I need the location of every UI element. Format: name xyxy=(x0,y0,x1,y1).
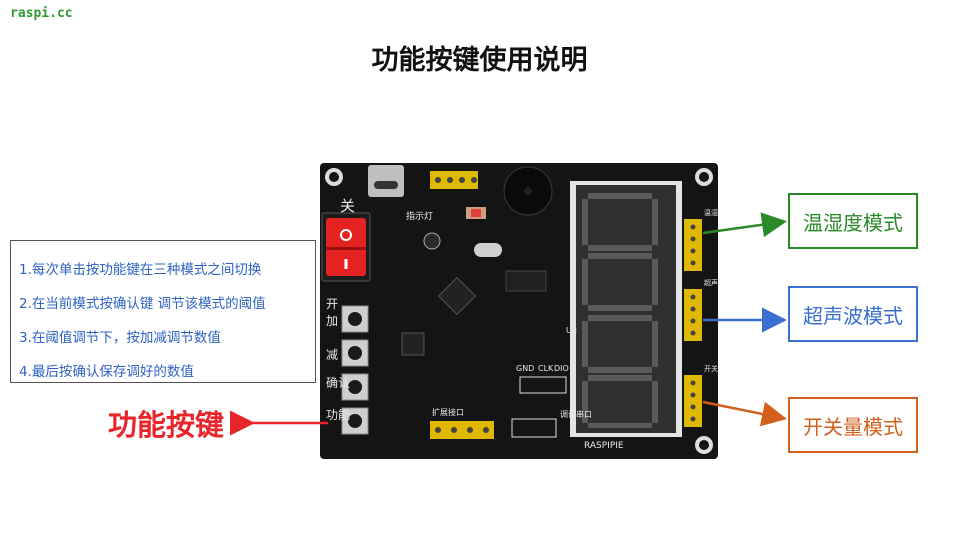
display-name: RASPIPIE xyxy=(584,441,624,451)
sensor-label-ultrasonic: 超声波 xyxy=(704,278,718,287)
header-clk: CLK xyxy=(538,364,554,373)
button-label-add: 加 xyxy=(326,314,338,328)
instruction-line: 3.在阈值调节下，按加减调节数值 xyxy=(19,330,221,346)
serial-label: 调试串口 xyxy=(560,409,592,419)
instruction-line: 4.最后按确认保存调好的数值 xyxy=(19,364,194,380)
button-label-on: 开 xyxy=(326,297,338,311)
header-gnd: GND xyxy=(516,364,534,373)
board-graphic: 关 指示灯 开 加 减 确认 功能 RASPIPIE U3 GND CLK DI… xyxy=(321,165,725,454)
button-label-minus: 减 xyxy=(326,348,338,362)
arrow-switch xyxy=(702,400,787,427)
instruction-line: 1.每次单击按功能键在三种模式之间切换 xyxy=(19,262,262,278)
header-dio: DIO xyxy=(554,364,569,373)
pcb-board: 关 指示灯 开 加 减 确认 功能 RASPIPIE U3 GND CLK DI… xyxy=(320,163,725,459)
sensor-label-switch: 开关量 xyxy=(704,364,718,373)
function-keys-label: 功能按键 xyxy=(108,408,225,442)
switch-label: 关 xyxy=(340,197,355,215)
page-title: 功能按键使用说明 xyxy=(371,45,588,76)
brand-logo: raspi.cc xyxy=(10,6,73,21)
arrow-temp-humidity xyxy=(702,212,787,238)
mode-switch: 开关量模式 xyxy=(788,397,918,453)
mode-ultrasonic: 超声波模式 xyxy=(788,286,918,342)
button-label-confirm: 确认 xyxy=(326,376,350,390)
led-label: 指示灯 xyxy=(406,210,433,222)
instruction-line: 2.在当前模式按确认键 调节该模式的阈值 xyxy=(19,296,266,312)
mode-temp-humidity: 温湿度模式 xyxy=(788,193,918,249)
instructions-box: 1.每次单击按功能键在三种模式之间切换 2.在当前模式按确认键 调节该模式的阈值… xyxy=(10,240,316,383)
display-chip-label: U3 xyxy=(566,326,577,335)
ext-label: 扩展接口 xyxy=(432,407,464,417)
sensor-label-temp: 温湿度 xyxy=(704,208,718,217)
button-label-function: 功能 xyxy=(326,408,350,422)
